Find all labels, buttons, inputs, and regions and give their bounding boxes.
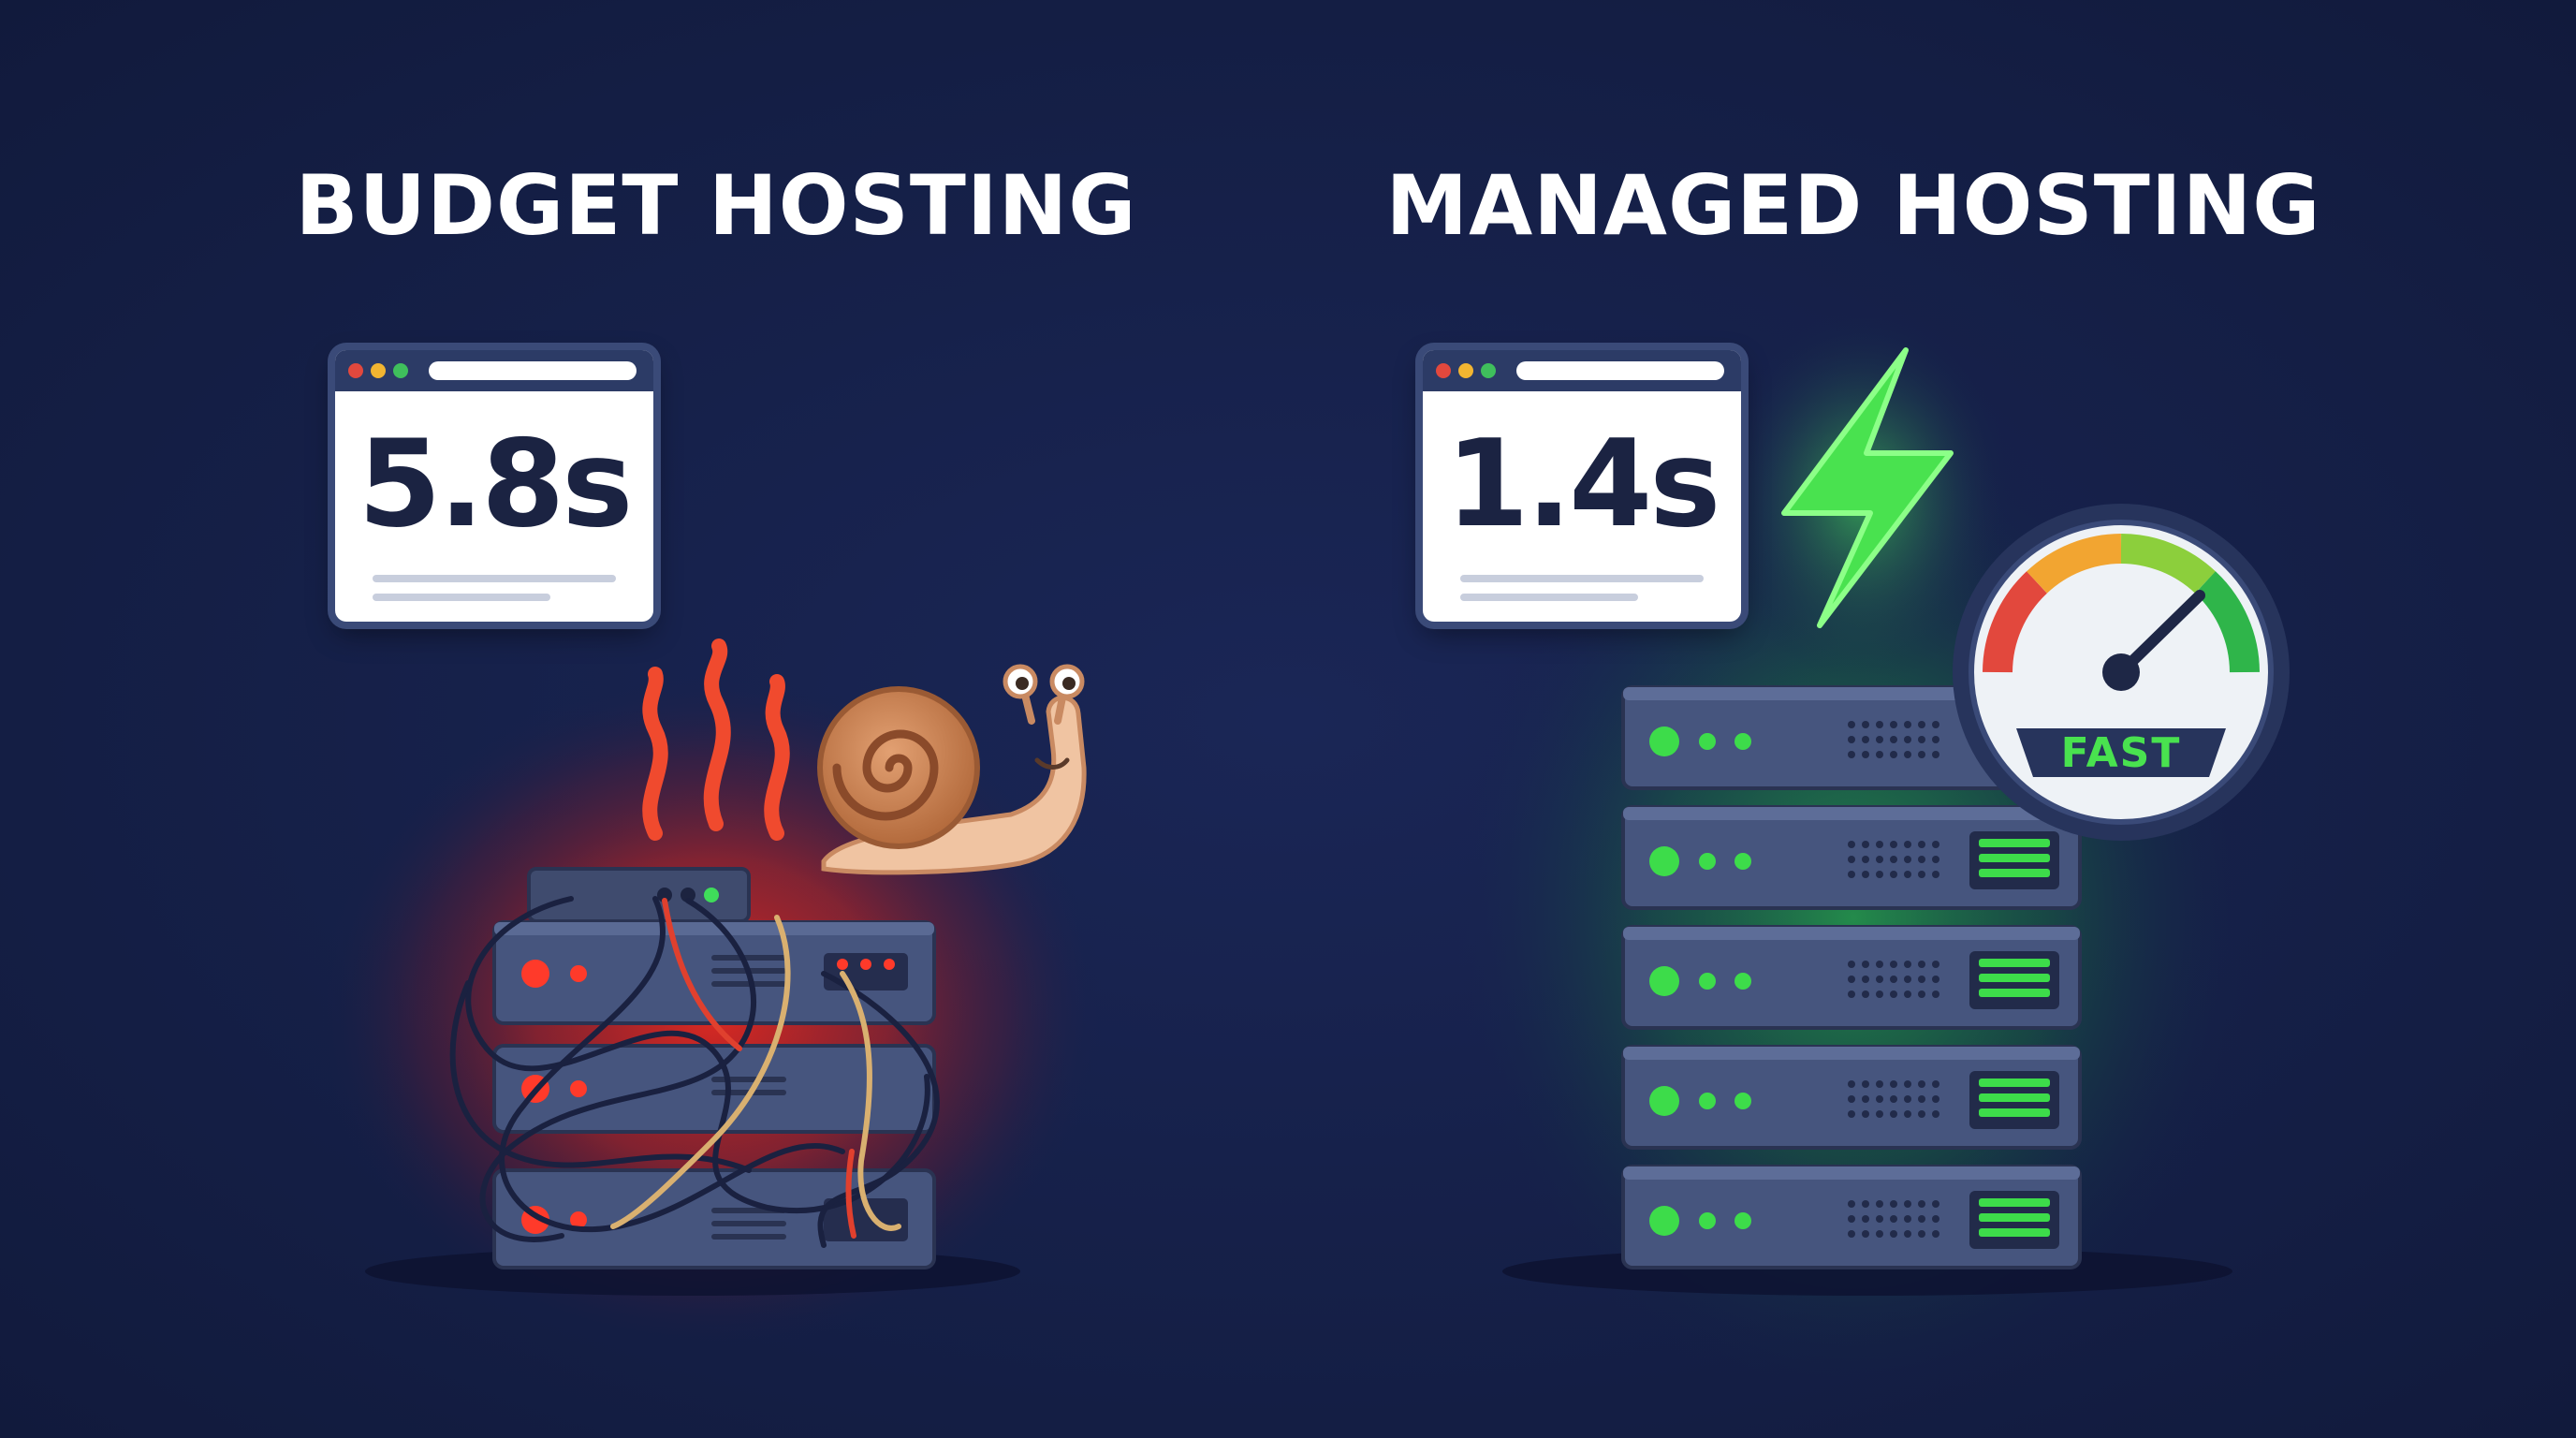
- server-unit: [1621, 1165, 2082, 1269]
- url-bar: [429, 361, 637, 380]
- status-led: [1649, 846, 1679, 876]
- window-titlebar: [335, 350, 653, 391]
- snail-icon: [817, 664, 1087, 875]
- browser-window-icon: 1.4s: [1423, 350, 1741, 622]
- status-led: [1649, 966, 1679, 996]
- managed-load-time: 1.4s: [1445, 415, 1721, 554]
- status-led: [1649, 726, 1679, 756]
- server-unit: [1621, 805, 2082, 910]
- text-line-placeholder: [373, 594, 550, 601]
- budget-load-time: 5.8s: [358, 415, 634, 554]
- close-dot: [1436, 363, 1451, 378]
- minimize-dot: [371, 363, 386, 378]
- text-line-placeholder: [1460, 575, 1704, 582]
- tangled-server-rack-icon: [449, 867, 940, 1269]
- gauge-label: FAST: [2060, 729, 2182, 777]
- text-line-placeholder: [373, 575, 616, 582]
- heat-waves-icon: [642, 638, 790, 841]
- budget-hosting-heading: BUDGET HOSTING: [295, 157, 1137, 254]
- maximize-dot: [393, 363, 408, 378]
- speedometer-icon: [1953, 504, 2290, 841]
- status-led: [1649, 1206, 1679, 1236]
- server-unit: [1621, 1045, 2082, 1150]
- server-unit: [1621, 925, 2082, 1030]
- close-dot: [348, 363, 363, 378]
- managed-hosting-heading: MANAGED HOSTING: [1385, 157, 2321, 254]
- browser-window-icon: 5.8s: [335, 350, 653, 622]
- status-led: [1649, 1086, 1679, 1116]
- url-bar: [1516, 361, 1724, 380]
- maximize-dot: [1481, 363, 1496, 378]
- text-line-placeholder: [1460, 594, 1638, 601]
- lightning-bolt-icon: [1781, 347, 1954, 628]
- window-titlebar: [1423, 350, 1741, 391]
- minimize-dot: [1458, 363, 1473, 378]
